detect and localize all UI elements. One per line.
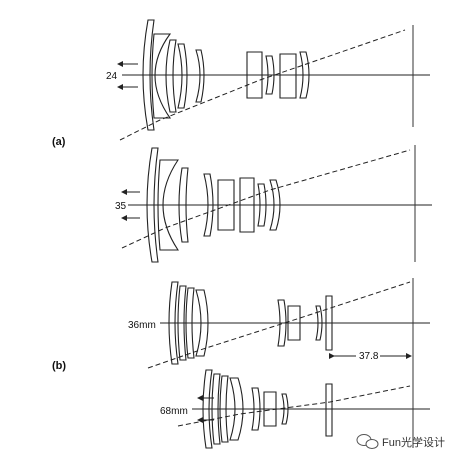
wechat-icon: [356, 434, 379, 449]
lens-element: [263, 391, 277, 427]
lens-config-68mm: 68mm: [160, 362, 430, 449]
chief-ray: [177, 385, 411, 427]
lens-element: [203, 173, 214, 237]
lens-element: [325, 295, 333, 351]
lens-element: [315, 305, 323, 341]
lens-config-36mm: 36mm 37.8: [128, 278, 430, 369]
lens-element: [202, 369, 213, 449]
chief-ray: [119, 29, 406, 141]
lens-element: [229, 377, 244, 441]
lens-element: [219, 375, 229, 443]
lens-element: [177, 285, 187, 361]
lens-element: [257, 183, 267, 227]
lens-element: [287, 305, 301, 341]
lens-element: [211, 373, 221, 445]
config-label: 36mm: [128, 320, 156, 331]
part-a-label: (a): [52, 136, 66, 148]
lens-element: [168, 281, 179, 365]
lens-element: [279, 53, 297, 99]
lens-config-24: 24: [106, 19, 430, 141]
lens-element: [195, 289, 209, 357]
lens-element: [217, 179, 235, 231]
lens-element: [157, 159, 180, 251]
lens-element: [142, 19, 155, 131]
lens-element: [151, 33, 172, 119]
lens-element: [281, 393, 289, 425]
config-label: 35: [115, 201, 127, 212]
lens-element: [239, 177, 255, 233]
dimension-label-bg: [356, 349, 380, 362]
lens-element: [185, 287, 195, 359]
part-b-label: (b): [52, 360, 66, 372]
chief-ray: [147, 281, 411, 369]
lens-element: [325, 383, 333, 437]
distance-label: 37.8: [359, 351, 379, 362]
lens-config-35: 35: [115, 145, 432, 263]
lens-element: [165, 39, 177, 113]
lens-element: [269, 179, 281, 231]
lens-element: [178, 167, 189, 243]
lens-element: [277, 299, 287, 347]
lens-element: [177, 43, 188, 109]
lens-element: [195, 49, 205, 103]
watermark: Fun光学设计: [356, 434, 445, 449]
config-label: 24: [106, 71, 118, 82]
lens-element: [246, 51, 263, 99]
lens-element: [299, 51, 310, 99]
config-label: 68mm: [160, 406, 188, 417]
lens-element: [265, 55, 275, 95]
lens-element: [146, 147, 159, 263]
watermark-text: Fun光学设计: [382, 435, 445, 449]
lens-element: [251, 387, 261, 431]
